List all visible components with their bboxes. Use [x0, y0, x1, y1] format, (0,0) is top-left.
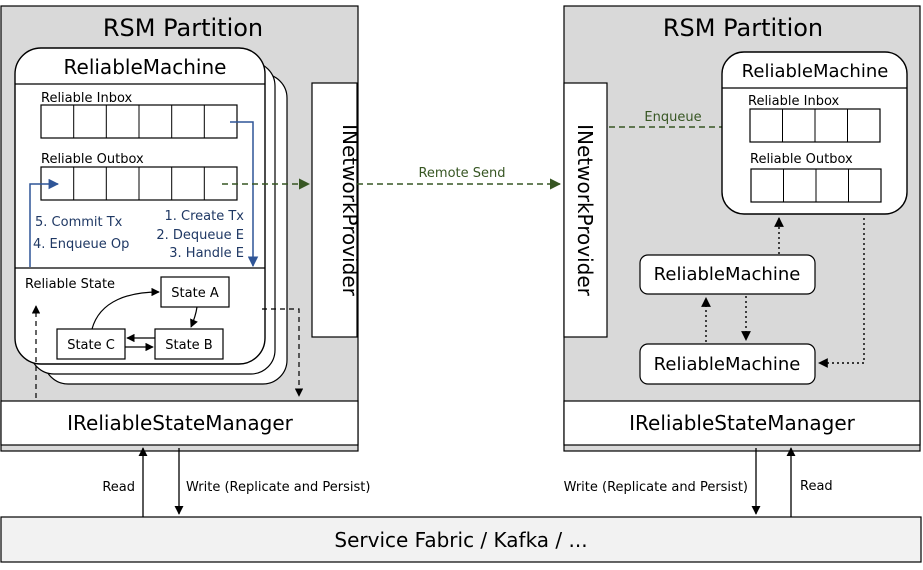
- left-partition-title: RSM Partition: [103, 14, 263, 42]
- right-read-label: Read: [800, 479, 833, 494]
- state-write-arrow: [262, 308, 304, 397]
- right-machine-2-label: ReliableMachine: [654, 264, 801, 285]
- left-network-provider: INetworkProvider: [311, 82, 362, 338]
- left-machine-title: ReliableMachine: [64, 55, 227, 79]
- right-outbox-queue: [750, 168, 882, 203]
- step-create-tx: 1. Create Tx: [165, 209, 245, 224]
- transition-a-to-b: [190, 306, 198, 328]
- storage-label: Service Fabric / Kafka / ...: [334, 528, 587, 552]
- right-machine-title: ReliableMachine: [742, 61, 889, 82]
- state-c-label: State C: [67, 338, 115, 353]
- right-state-manager: IReliableStateManager: [563, 400, 921, 446]
- right-partition: RSM Partition INetworkProvider Enqueue R…: [563, 5, 921, 452]
- state-a-label: State A: [171, 286, 219, 301]
- right-machine-2: ReliableMachine: [639, 254, 816, 295]
- right-outbox-label: Reliable Outbox: [750, 152, 853, 167]
- storage-layer: Read Write (Replicate and Persist) Write…: [0, 447, 922, 563]
- step-dequeue-e: 2. Dequeue E: [156, 228, 244, 243]
- right-write-label: Write (Replicate and Persist): [564, 480, 748, 495]
- right-partition-title: RSM Partition: [663, 14, 823, 42]
- left-inbox-queue: [40, 104, 238, 139]
- right-inbox-label: Reliable Inbox: [748, 94, 840, 109]
- remote-send-label: Remote Send: [418, 166, 505, 181]
- state-b-node: State B: [154, 328, 224, 360]
- right-network-provider-label: INetworkProvider: [573, 124, 597, 297]
- left-outbox-label: Reliable Outbox: [41, 152, 144, 167]
- left-reliable-machine: ReliableMachine Reliable Inbox Reliable …: [14, 47, 266, 365]
- left-inbox-label: Reliable Inbox: [41, 91, 133, 106]
- left-outbox-queue: [40, 166, 238, 201]
- enqueue-op-flow-arrow: [29, 178, 60, 267]
- step-enqueue-op: 4. Enqueue Op: [33, 237, 129, 252]
- main-to-machine3-arrow: [818, 218, 865, 368]
- left-write-label: Write (Replicate and Persist): [186, 480, 370, 495]
- transition-c-to-a: [91, 287, 160, 330]
- left-network-provider-label: INetworkProvider: [338, 124, 362, 297]
- right-inbox-queue: [749, 108, 881, 143]
- enqueue-label: Enqueue: [644, 110, 701, 125]
- step-handle-e: 3. Handle E: [169, 246, 244, 261]
- state-c-node: State C: [56, 328, 126, 360]
- state-a-node: State A: [160, 276, 230, 308]
- right-network-provider: INetworkProvider: [563, 82, 608, 338]
- left-partition: RSM Partition ReliableMachine Reliable I…: [0, 5, 362, 452]
- left-state-manager: IReliableStateManager: [0, 400, 359, 446]
- left-read-label: Read: [102, 480, 135, 495]
- dequeue-flow-arrow: [230, 121, 259, 268]
- right-state-manager-label: IReliableStateManager: [629, 411, 856, 435]
- left-state-label: Reliable State: [25, 277, 115, 292]
- right-machine-3: ReliableMachine: [639, 343, 816, 385]
- storage-box: [0, 516, 922, 563]
- step-commit-tx: 5. Commit Tx: [35, 215, 123, 230]
- state-b-label: State B: [165, 338, 212, 353]
- right-machine-3-label: ReliableMachine: [654, 354, 801, 375]
- left-state-manager-label: IReliableStateManager: [67, 411, 294, 435]
- right-reliable-machine: ReliableMachine Reliable Inbox Reliable …: [721, 51, 908, 215]
